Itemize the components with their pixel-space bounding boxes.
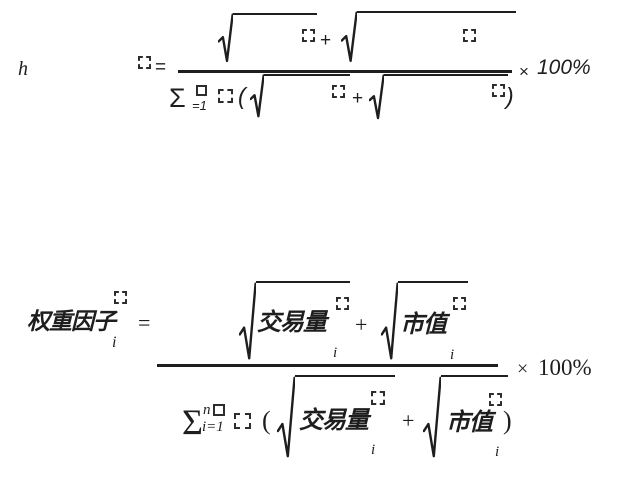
radicand: [357, 11, 516, 63]
close-paren: ): [503, 406, 512, 435]
sqrt-term: 市值 i: [381, 281, 468, 363]
open-paren: (: [262, 406, 271, 435]
sigma-sum: Σ: [169, 83, 186, 113]
radical-sign-icon: [369, 74, 384, 120]
close-paren: ): [506, 83, 514, 109]
missing-glyph-icon: [114, 291, 127, 304]
radicand: 交易量 i: [256, 281, 350, 361]
missing-glyph-icon: [234, 413, 251, 429]
sqrt-term: [369, 74, 508, 120]
term-market-value: 市值: [446, 409, 493, 436]
lhs-subscript-i: i: [112, 334, 117, 351]
radicand: 市值 i: [398, 281, 468, 363]
radicand: 市值 i: [441, 375, 508, 460]
missing-glyph-icon: [492, 84, 505, 97]
percent-value: 100%: [538, 355, 592, 380]
times-sign: ×: [517, 358, 529, 380]
times-sign: ×: [519, 62, 529, 81]
variable-h: h: [18, 58, 28, 80]
radical-sign-icon: [218, 13, 233, 63]
radical-sign-icon: [423, 375, 441, 459]
missing-glyph-icon: [196, 85, 207, 96]
fraction-bar: [178, 70, 512, 73]
subscript-i: i: [371, 442, 376, 458]
sqrt-term: [218, 13, 317, 63]
sqrt-term: [341, 11, 516, 63]
radical-sign-icon: [277, 375, 295, 459]
missing-glyph-icon: [332, 85, 345, 98]
radicand: [264, 74, 350, 118]
equals-sign: =: [155, 57, 167, 78]
sigma-sum: Σ: [182, 402, 203, 442]
radicand: [384, 74, 508, 120]
missing-glyph-icon: [302, 29, 315, 42]
radical-sign-icon: [381, 281, 398, 361]
sqrt-term: 交易量 i: [239, 281, 350, 361]
plus-sign: +: [352, 88, 364, 109]
subscript-i: i: [495, 444, 500, 460]
missing-glyph-icon: [138, 56, 151, 69]
sigma-lower-bound: i=1: [202, 419, 224, 435]
radicand: [233, 13, 317, 63]
sigma-upper-bound-n: n: [203, 402, 211, 418]
radical-sign-icon: [239, 281, 256, 361]
term-trading-volume: 交易量: [257, 309, 327, 336]
missing-glyph-icon: [489, 393, 502, 406]
sqrt-term: [250, 74, 350, 118]
radical-sign-icon: [341, 11, 357, 63]
plus-sign: +: [320, 30, 332, 51]
term-trading-volume: 交易量: [299, 407, 369, 434]
radical-sign-icon: [250, 74, 264, 118]
subscript-i: i: [450, 347, 455, 363]
percent-value: 100%: [537, 56, 591, 79]
plus-sign: +: [402, 408, 415, 433]
sqrt-term: 市值 i: [423, 375, 508, 460]
missing-glyph-icon: [453, 297, 466, 310]
equals-sign: =: [138, 310, 151, 335]
open-paren: (: [238, 83, 246, 109]
term-market-value: 市值: [400, 311, 447, 338]
subscript-i: i: [333, 345, 338, 361]
missing-glyph-icon: [463, 29, 476, 42]
missing-glyph-icon: [218, 89, 233, 103]
fraction-bar: [157, 364, 498, 367]
missing-glyph-icon: [336, 297, 349, 310]
plus-sign: +: [355, 312, 368, 337]
missing-glyph-icon: [213, 404, 225, 416]
radicand: 交易量 i: [295, 375, 395, 459]
missing-glyph-icon: [371, 391, 385, 405]
sigma-lower-bound: =1: [192, 98, 207, 113]
lhs-weight-factor: 权重因子: [27, 308, 116, 334]
sqrt-term: 交易量 i: [277, 375, 395, 459]
